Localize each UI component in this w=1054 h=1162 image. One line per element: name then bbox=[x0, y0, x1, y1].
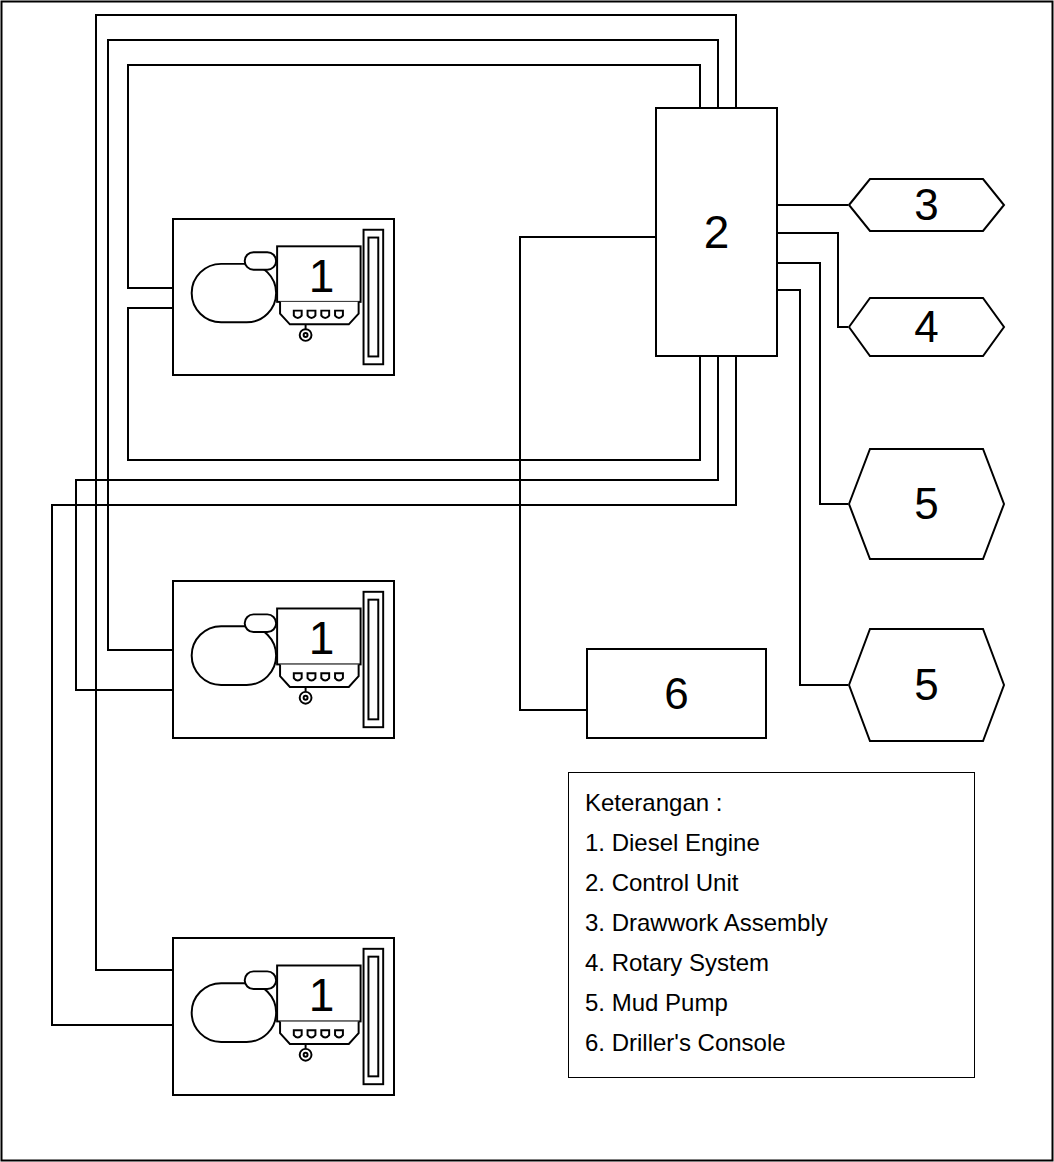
legend-item: 2. Control Unit bbox=[585, 863, 958, 903]
diesel-engine-illustration bbox=[174, 220, 393, 374]
callout-number: 2 bbox=[704, 209, 730, 255]
engine-tank bbox=[192, 264, 276, 322]
engine-pipe bbox=[245, 252, 276, 270]
hexagon-shape bbox=[849, 629, 1004, 741]
engine-box: 1 bbox=[172, 937, 395, 1096]
legend-item: 3. Drawwork Assembly bbox=[585, 903, 958, 943]
callout-number: 5 bbox=[914, 663, 938, 707]
engine-pulley bbox=[300, 329, 312, 341]
engine-cylinder bbox=[294, 311, 302, 318]
callout-number: 5 bbox=[914, 482, 938, 526]
callout-number: 1 bbox=[279, 966, 364, 1023]
engine-pulley bbox=[300, 1049, 312, 1061]
engine-radiator-core bbox=[368, 600, 378, 720]
engine-cylinder bbox=[308, 1030, 316, 1037]
engine-cylinder bbox=[308, 673, 316, 680]
callout-number: 1 bbox=[279, 609, 364, 666]
engine-tank bbox=[192, 983, 276, 1042]
callout-number: 4 bbox=[914, 305, 938, 349]
engine-radiator bbox=[364, 949, 384, 1084]
engine-cylinder bbox=[294, 673, 302, 680]
engine-pulley bbox=[300, 692, 312, 704]
engine-box: 1 bbox=[172, 218, 395, 376]
legend-item: 5. Mud Pump bbox=[585, 983, 958, 1023]
callout-number: 6 bbox=[664, 672, 688, 716]
engine-radiator-core bbox=[368, 957, 378, 1077]
callout-number: 1 bbox=[279, 247, 364, 304]
engine-cylinder bbox=[321, 311, 329, 318]
legend-heading: Keterangan : bbox=[585, 783, 958, 823]
unit-box: 6 bbox=[586, 648, 767, 739]
engine-cylinder bbox=[335, 673, 343, 680]
engine-cylinder bbox=[335, 1030, 343, 1037]
engine-radiator-core bbox=[368, 238, 378, 357]
power-cable bbox=[778, 263, 848, 504]
engine-pipe bbox=[245, 614, 276, 632]
power-cable bbox=[778, 233, 848, 327]
legend-box: Keterangan :1. Diesel Engine2. Control U… bbox=[568, 772, 975, 1078]
power-cable bbox=[778, 290, 848, 685]
legend-item: 4. Rotary System bbox=[585, 943, 958, 983]
hexagon-shape bbox=[849, 179, 1004, 231]
engine-crankcase bbox=[280, 302, 359, 324]
engine-tank bbox=[192, 626, 276, 685]
unit-box: 2 bbox=[655, 107, 778, 357]
diesel-engine-illustration bbox=[174, 939, 393, 1094]
hexagon-shape bbox=[849, 449, 1004, 559]
callout-number: 3 bbox=[914, 183, 938, 227]
engine-pulley-hub bbox=[304, 1053, 308, 1057]
equipment-hexagon: 3 bbox=[848, 178, 1005, 232]
engine-crankcase bbox=[280, 1021, 359, 1044]
engine-box: 1 bbox=[172, 580, 395, 739]
power-cable bbox=[108, 40, 718, 650]
engine-cylinder bbox=[335, 311, 343, 318]
engine-cylinder bbox=[321, 673, 329, 680]
engine-pipe bbox=[245, 971, 276, 989]
power-cable bbox=[778, 204, 848, 206]
legend-item: 6. Driller's Console bbox=[585, 1023, 958, 1063]
engine-pulley-hub bbox=[304, 333, 308, 337]
engine-radiator bbox=[364, 230, 384, 365]
engine-cylinder bbox=[308, 311, 316, 318]
engine-cylinder bbox=[321, 1030, 329, 1037]
engine-crankcase bbox=[280, 664, 359, 687]
diesel-engine-illustration bbox=[174, 582, 393, 737]
legend-item: 1. Diesel Engine bbox=[585, 823, 958, 863]
equipment-hexagon: 5 bbox=[848, 448, 1005, 560]
engine-radiator bbox=[364, 592, 384, 727]
equipment-hexagon: 5 bbox=[848, 628, 1005, 742]
engine-pulley-hub bbox=[304, 696, 308, 700]
power-cable bbox=[520, 237, 655, 710]
hexagon-shape bbox=[849, 298, 1004, 356]
equipment-hexagon: 4 bbox=[848, 297, 1005, 357]
engine-cylinder bbox=[294, 1030, 302, 1037]
